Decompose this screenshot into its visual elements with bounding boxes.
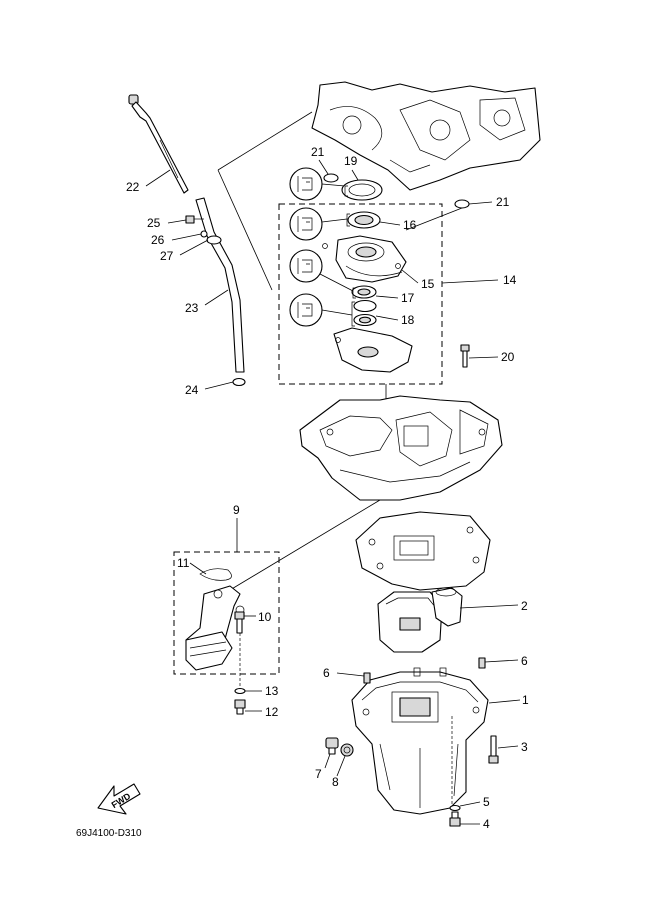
exhaust-pipe-2 — [377, 587, 463, 653]
exhaust-guide — [299, 395, 503, 501]
callout-12: 12 — [265, 705, 279, 719]
bolt-25 — [185, 215, 204, 224]
leader-block-a — [217, 111, 313, 171]
gasket — [355, 511, 491, 591]
o-ring-24 — [232, 377, 246, 387]
oil-strainer — [185, 585, 245, 671]
o-ring-21-left — [323, 173, 339, 183]
assembly-box-9 — [173, 551, 280, 675]
callout-8: 8 — [332, 775, 339, 789]
callout-20: 20 — [501, 350, 515, 364]
o-ring-21-right — [454, 199, 470, 209]
callout-9: 9 — [233, 503, 240, 517]
callout-23: 23 — [185, 301, 199, 315]
leader-lines — [145, 159, 521, 825]
washer-26 — [200, 230, 208, 238]
callout-4: 4 — [483, 817, 490, 831]
oil-pan-1 — [351, 667, 489, 815]
callout-21-left: 21 — [311, 145, 325, 159]
callout-18: 18 — [401, 313, 415, 327]
bracket-18 — [351, 301, 355, 327]
assembly-box-14 — [278, 203, 443, 385]
oil-seal-19 — [341, 179, 383, 201]
callout-11: 11 — [177, 556, 190, 570]
callout-1: 1 — [522, 693, 529, 707]
callout-22: 22 — [126, 180, 140, 194]
bracket-19 — [344, 185, 348, 197]
callout-16: 16 — [403, 218, 417, 232]
callout-5: 5 — [483, 795, 490, 809]
callout-24: 24 — [185, 383, 199, 397]
callout-19: 19 — [344, 154, 358, 168]
callout-6-right: 6 — [521, 654, 528, 668]
callout-2: 2 — [521, 599, 528, 613]
fwd-arrow-icon: FWD — [97, 783, 141, 815]
dipstick-guide-tube — [195, 197, 245, 373]
cylinder-block — [311, 81, 541, 191]
diagram-code: 69J4100-D310 — [76, 828, 142, 839]
drain-bolt-12 — [234, 699, 246, 715]
seal-housing — [322, 235, 407, 283]
callout-labels: 1 2 3 4 5 6 6 7 8 9 10 11 12 13 14 15 16… — [126, 145, 529, 831]
oil-seal-17 — [351, 285, 377, 299]
bracket-17 — [352, 287, 356, 299]
bolt-4 — [449, 811, 461, 827]
bracket-16 — [346, 213, 350, 227]
o-ring-11 — [199, 568, 232, 581]
washer-13 — [234, 687, 246, 695]
washer-5 — [449, 804, 461, 812]
plug-7 — [325, 737, 339, 755]
callout-21-right: 21 — [496, 195, 510, 209]
bolt-20 — [460, 344, 470, 368]
dowel-6-left — [363, 672, 371, 684]
callout-10: 10 — [258, 610, 272, 624]
dowel-6-right — [478, 657, 486, 669]
lower-seal-housing — [333, 327, 413, 373]
magnifier-icon — [289, 167, 323, 327]
oil-seal-18 — [353, 299, 377, 327]
callout-15: 15 — [421, 277, 435, 291]
callout-26: 26 — [151, 233, 165, 247]
callout-6-left: 6 — [323, 666, 330, 680]
callout-17: 17 — [401, 291, 415, 305]
bolt-10 — [234, 611, 245, 634]
oil-seal-16 — [347, 211, 381, 229]
leader-block-b — [217, 169, 273, 291]
callout-25: 25 — [147, 216, 161, 230]
plug-8 — [340, 743, 354, 757]
bolt-3 — [488, 735, 499, 764]
callout-13: 13 — [265, 684, 279, 698]
dipstick — [128, 94, 189, 194]
callout-7: 7 — [315, 767, 322, 781]
gasket-15 — [345, 265, 403, 277]
callout-27: 27 — [160, 249, 174, 263]
callout-14: 14 — [503, 273, 517, 287]
callout-3: 3 — [521, 740, 528, 754]
